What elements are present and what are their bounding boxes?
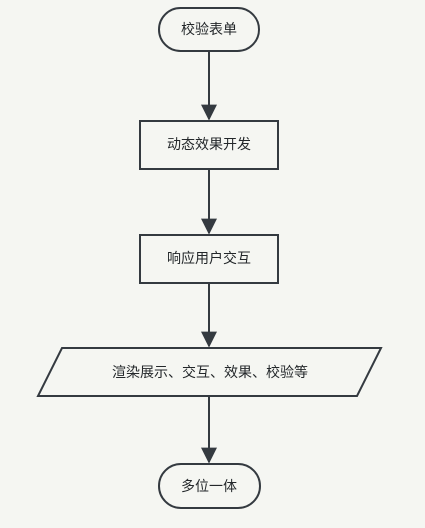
- node-end: 多位一体: [158, 463, 261, 509]
- node-start-label: 校验表单: [181, 21, 237, 38]
- node-respond-interaction: 响应用户交互: [139, 234, 279, 284]
- node-respond-label: 响应用户交互: [167, 250, 251, 267]
- node-dynamic-effects: 动态效果开发: [139, 120, 279, 170]
- node-end-label: 多位一体: [181, 478, 237, 495]
- node-start: 校验表单: [158, 7, 260, 52]
- node-dynamic-label: 动态效果开发: [167, 137, 251, 153]
- node-render-label: 渲染展示、交互、效果、校验等: [112, 364, 308, 381]
- node-render-output: 渲染展示、交互、效果、校验等: [36, 347, 383, 397]
